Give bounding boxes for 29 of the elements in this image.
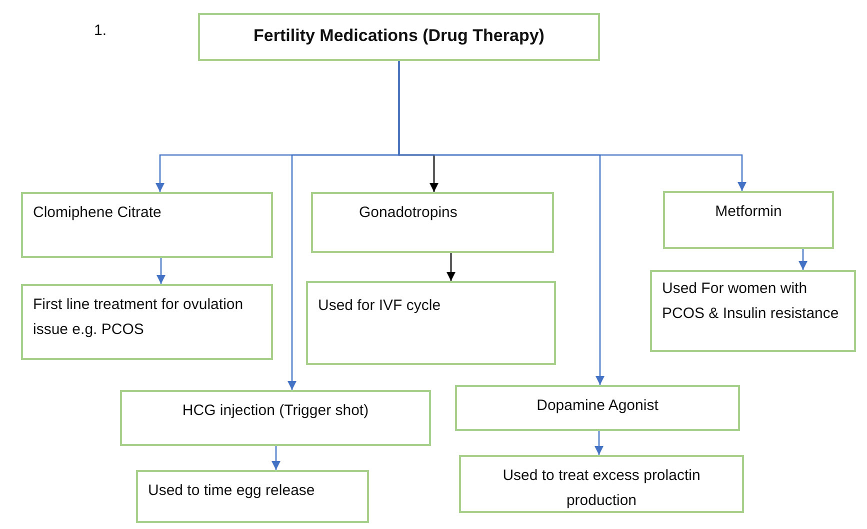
arrow bbox=[156, 258, 166, 284]
box-text: Fertility Medications (Drug Therapy) bbox=[252, 25, 546, 47]
box-text: First line treatment for ovulation issue e.g. PCOS bbox=[33, 295, 244, 340]
process-box bbox=[455, 385, 740, 431]
process-box bbox=[120, 390, 431, 446]
process-box bbox=[306, 281, 556, 365]
box-text: Dopamine Agonist bbox=[536, 396, 660, 416]
arrow bbox=[398, 61, 605, 385]
box-text: Used to time egg release bbox=[148, 481, 316, 501]
box-text: Gonadotropins bbox=[359, 203, 458, 223]
process-box bbox=[136, 470, 369, 523]
title-box bbox=[198, 13, 600, 61]
arrow bbox=[798, 249, 808, 270]
process-box bbox=[650, 270, 856, 352]
box-text: Metformin bbox=[714, 202, 783, 222]
process-box bbox=[311, 192, 554, 253]
arrow bbox=[446, 253, 456, 281]
box-text: Used For women with PCOS & Insulin resistance bbox=[662, 279, 840, 324]
box-text: HCG injection (Trigger shot) bbox=[181, 401, 370, 421]
process-box bbox=[21, 284, 273, 360]
box-text: Clomiphene Citrate bbox=[33, 203, 162, 223]
box-text: Used to treat excess prolactin production bbox=[502, 466, 702, 511]
box-text: Used for IVF cycle bbox=[318, 296, 442, 316]
arrow bbox=[271, 446, 281, 470]
arrow bbox=[594, 431, 604, 455]
process-box bbox=[21, 192, 273, 258]
process-box bbox=[663, 191, 834, 249]
list-number: 1. bbox=[94, 22, 107, 39]
process-box bbox=[459, 455, 744, 513]
